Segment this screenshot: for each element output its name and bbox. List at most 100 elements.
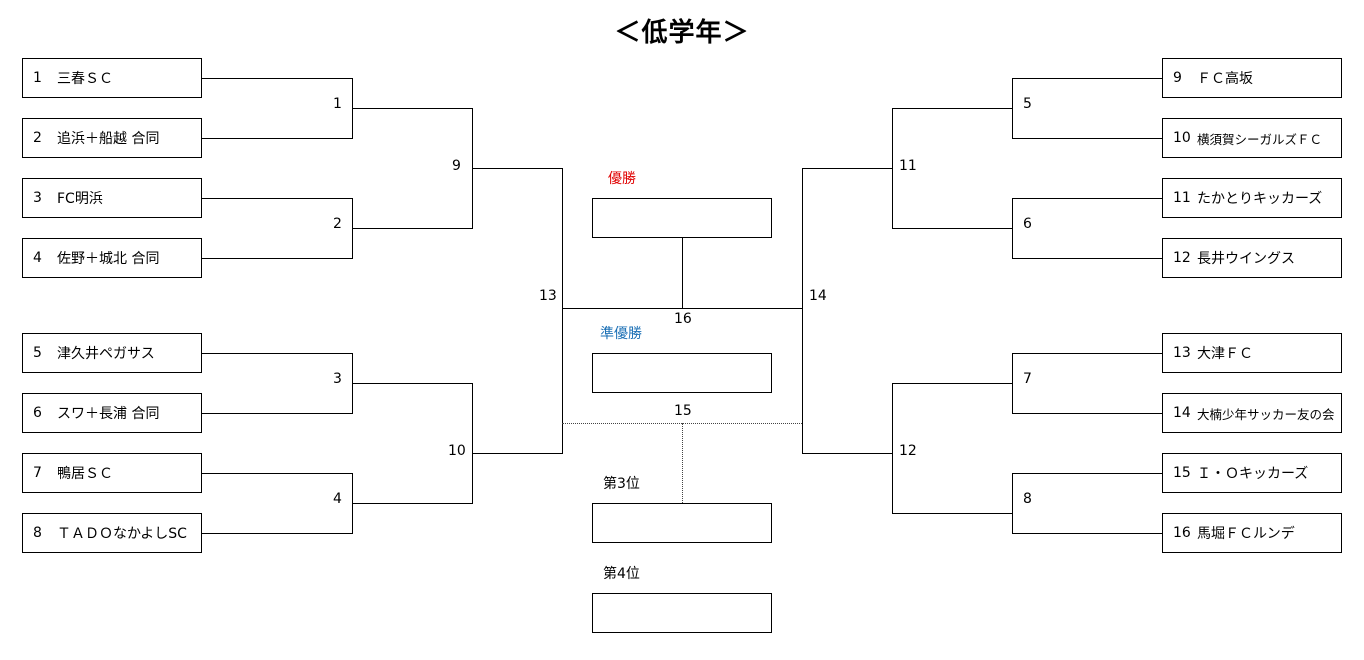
runner-up-label: 準優勝 <box>600 326 642 342</box>
match-number-7: 7 <box>1023 371 1032 387</box>
champion-box <box>592 198 772 238</box>
team-name: スワ＋長浦 合同 <box>57 406 160 422</box>
champion-label: 優勝 <box>608 171 636 187</box>
team-seed: 14 <box>1173 405 1191 421</box>
match-number-6: 6 <box>1023 216 1032 232</box>
team-name: 佐野＋城北 合同 <box>57 251 160 267</box>
bracket-line <box>472 383 473 504</box>
team-slot-14: 14 大楠少年サッカー友の会 <box>1162 393 1342 433</box>
team-name: ＦＣ高坂 <box>1197 71 1253 87</box>
team-slot-9: 9 ＦＣ高坂 <box>1162 58 1342 98</box>
match-number-3: 3 <box>333 371 342 387</box>
match-number-14: 14 <box>809 288 827 304</box>
bracket-line <box>1012 353 1013 414</box>
team-seed: 10 <box>1173 130 1191 146</box>
team-slot-8: 8 ＴＡＤＯなかよしSC <box>22 513 202 553</box>
match-number-10: 10 <box>448 443 466 459</box>
team-name: 馬堀ＦＣルンデ <box>1197 526 1295 542</box>
match-number-5: 5 <box>1023 96 1032 112</box>
bracket-line <box>892 108 893 229</box>
team-slot-13: 13 大津ＦＣ <box>1162 333 1342 373</box>
team-seed: 2 <box>33 130 42 146</box>
bracket-line <box>472 453 562 454</box>
bracket-line <box>352 108 472 109</box>
bracket-line <box>1012 78 1162 79</box>
team-seed: 15 <box>1173 465 1191 481</box>
team-seed: 4 <box>33 250 42 266</box>
bracket-line <box>892 513 1012 514</box>
bracket-line <box>892 108 1012 109</box>
page-title: ＜低学年＞ <box>614 18 750 48</box>
bracket-line <box>202 533 352 534</box>
team-slot-16: 16 馬堀ＦＣルンデ <box>1162 513 1342 553</box>
team-slot-7: 7 鴨居ＳＣ <box>22 453 202 493</box>
team-seed: 12 <box>1173 250 1191 266</box>
team-name: 鴨居ＳＣ <box>57 466 113 482</box>
match-number-11: 11 <box>899 158 917 174</box>
bracket-line <box>1012 198 1162 199</box>
third-place-line <box>682 423 683 503</box>
team-seed: 8 <box>33 525 42 541</box>
bracket-line <box>892 383 1012 384</box>
team-name: 長井ウイングス <box>1197 251 1295 267</box>
team-slot-12: 12 長井ウイングス <box>1162 238 1342 278</box>
bracket-line <box>802 453 892 454</box>
bracket-line <box>202 413 352 414</box>
team-name: 津久井ペガサス <box>57 346 155 362</box>
bracket-line <box>1012 473 1013 534</box>
team-slot-10: 10 横須賀シーガルズＦＣ <box>1162 118 1342 158</box>
team-name: 三春ＳＣ <box>57 71 113 87</box>
bracket-line <box>352 228 472 229</box>
team-name: 横須賀シーガルズＦＣ <box>1197 131 1323 147</box>
bracket-line <box>892 228 1012 229</box>
team-seed: 3 <box>33 190 42 206</box>
fourth-place-box <box>592 593 772 633</box>
bracket-line <box>202 198 352 199</box>
bracket-line <box>352 503 472 504</box>
bracket-line <box>1012 533 1162 534</box>
team-slot-3: 3 FC明浜 <box>22 178 202 218</box>
match-number-2: 2 <box>333 216 342 232</box>
final-line <box>682 238 683 308</box>
fourth-place-label: 第4位 <box>603 566 640 582</box>
bracket-line <box>1012 473 1162 474</box>
team-seed: 13 <box>1173 345 1191 361</box>
match-number-12: 12 <box>899 443 917 459</box>
match-number-1: 1 <box>333 96 342 112</box>
team-seed: 11 <box>1173 190 1191 206</box>
team-name: 大楠少年サッカー友の会 <box>1197 406 1335 422</box>
bracket-line <box>202 138 352 139</box>
team-slot-5: 5 津久井ペガサス <box>22 333 202 373</box>
bracket-line <box>202 258 352 259</box>
bracket-line <box>202 353 352 354</box>
bracket-line <box>1012 78 1013 139</box>
bracket-line <box>1012 138 1162 139</box>
match-number-9: 9 <box>452 158 461 174</box>
bracket-line <box>1012 413 1162 414</box>
team-seed: 5 <box>33 345 42 361</box>
bracket-line <box>352 383 472 384</box>
team-name: 大津ＦＣ <box>1197 346 1253 362</box>
match-number-4: 4 <box>333 491 342 507</box>
team-name: ＴＡＤＯなかよしSC <box>57 526 187 542</box>
bracket-line <box>1012 198 1013 259</box>
team-name: FC明浜 <box>57 191 103 207</box>
bracket-line <box>892 383 893 514</box>
bracket-line <box>202 78 352 79</box>
team-seed: 9 <box>1173 70 1182 86</box>
team-seed: 1 <box>33 70 42 86</box>
bracket-line <box>1012 353 1162 354</box>
third-place-label: 第3位 <box>603 476 640 492</box>
bracket-line <box>802 168 892 169</box>
bracket-line <box>202 473 352 474</box>
team-seed: 16 <box>1173 525 1191 541</box>
team-slot-1: 1 三春ＳＣ <box>22 58 202 98</box>
match-number-8: 8 <box>1023 491 1032 507</box>
bracket-line <box>1012 258 1162 259</box>
team-seed: 7 <box>33 465 42 481</box>
bracket-line <box>802 168 803 454</box>
